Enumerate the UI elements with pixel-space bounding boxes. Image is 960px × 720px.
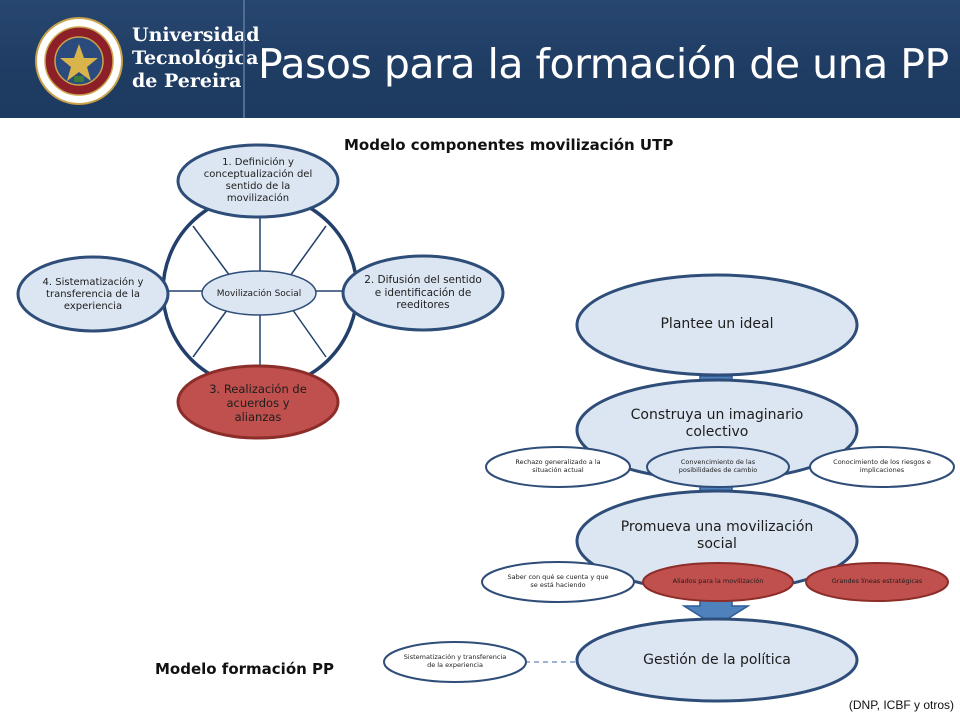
sub-convencimiento [646, 446, 790, 488]
step-gestion [575, 617, 859, 703]
sub-rechazo-label: Rechazo generalizado a la situación actu… [515, 458, 601, 474]
step-ideal [575, 273, 859, 377]
sub-sistematizacion-label: Sistematización y transferencia de la ex… [403, 653, 507, 669]
spoke-nw [192, 225, 231, 277]
pp-model-title: Modelo formación PP [155, 660, 335, 678]
center-node [201, 270, 317, 316]
node-2 [341, 254, 505, 332]
university-name-line1: Universidad [132, 24, 260, 46]
step-movilizacion-label: Promueva una movilización social [620, 518, 814, 552]
sub-sistematizacion [383, 641, 527, 683]
node-4 [16, 255, 170, 333]
sub-saber [481, 561, 635, 603]
sub-grandes [805, 562, 949, 602]
step-imaginario-label: Construya un imaginario colectivo [630, 406, 804, 440]
step-ideal-label: Plantee un ideal [660, 316, 774, 333]
page-title: Pasos para la formación de una PP [258, 40, 949, 88]
node-3-label: 3. Realización de acuerdos y alianzas [209, 381, 307, 424]
source-note: (DNP, ICBF y otros) [848, 698, 954, 712]
header-banner: Universidad Tecnológica de Pereira Pasos… [0, 0, 960, 118]
center-node-label: Movilización Social [216, 288, 302, 299]
node-2-label: 2. Difusión del sentido e identificación… [364, 273, 482, 312]
spoke-se [289, 305, 327, 358]
sub-grandes-label: Grandes líneas estratégicas [831, 577, 923, 586]
university-name-line3: de Pereira [132, 70, 242, 92]
sub-rechazo [485, 446, 631, 488]
sub-convencimiento-label: Convencimiento de las posibilidades de c… [678, 458, 758, 474]
university-name: Universidad Tecnológica de Pereira [132, 24, 260, 93]
university-seal-icon [35, 17, 123, 105]
header-divider [243, 0, 245, 118]
step-gestion-label: Gestión de la política [643, 652, 791, 669]
node-1 [176, 143, 340, 219]
sub-aliados [642, 562, 794, 602]
node-1-label: 1. Definición y conceptualización del se… [203, 156, 313, 205]
sub-conocimiento-label: Conocimiento de los riesgos e implicacio… [833, 458, 931, 474]
university-name-line2: Tecnológica [132, 47, 259, 69]
spoke-ne [289, 225, 327, 277]
spoke-sw [192, 305, 231, 358]
node-4-label: 4. Sistematización y transferencia de la… [42, 276, 144, 313]
sub-saber-label: Saber con qué se cuenta y que se está ha… [507, 573, 609, 589]
node-3 [176, 364, 340, 440]
sub-conocimiento [809, 446, 955, 488]
mobilization-model-title: Modelo componentes movilización UTP [344, 136, 674, 154]
sub-aliados-label: Aliados para la movilización [672, 577, 764, 586]
